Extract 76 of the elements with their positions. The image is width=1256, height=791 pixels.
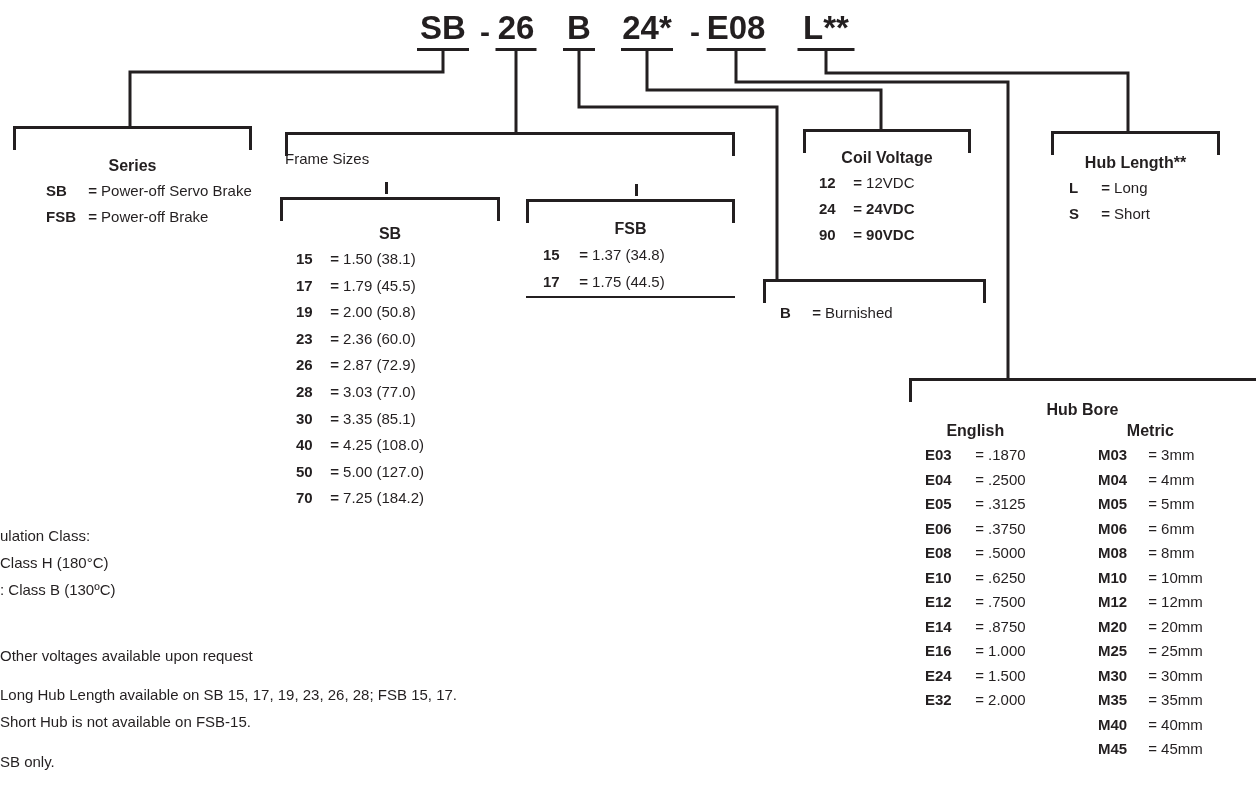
option-entry: M04 = 4mm	[1098, 469, 1196, 490]
option-entry: M30 = 30mm	[1098, 665, 1203, 686]
connector-line	[128, 49, 445, 128]
connector-line	[824, 49, 1130, 133]
connector-line	[514, 49, 518, 134]
option-entry: M08 = 8mm	[1098, 543, 1196, 563]
option-entry: E05 = .3125	[925, 494, 1026, 514]
option-entry: 40 = 4.25 (108.0)	[295, 435, 425, 456]
code-segment: B	[563, 8, 595, 51]
option-entry: E14 = .8750	[925, 616, 1026, 637]
option-entry: M06 = 6mm	[1098, 518, 1196, 539]
code-segment: E08	[706, 8, 766, 51]
option-entry: 90 = 90VDC	[818, 225, 916, 245]
section-heading: Hub Length**	[1083, 153, 1188, 173]
option-entry: 24 = 24VDC	[818, 199, 916, 219]
option-entry: 23 = 2.36 (60.0)	[295, 328, 417, 349]
option-entry: 15 = 1.50 (38.1)	[295, 249, 417, 269]
option-entry: M12 = 12mm	[1098, 592, 1203, 612]
section-heading: FSB	[613, 219, 648, 239]
option-entry: 50 = 5.00 (127.0)	[295, 461, 425, 482]
option-entry: M05 = 5mm	[1098, 494, 1196, 514]
column-heading: English	[945, 421, 1006, 441]
option-entry: 30 = 3.35 (85.1)	[295, 408, 417, 429]
section-heading: SB	[377, 224, 403, 244]
section-heading: Series	[107, 156, 158, 176]
fsb-frame-bracket	[526, 199, 735, 298]
footnote-text: SB only.	[0, 752, 55, 772]
option-entry: M10 = 10mm	[1098, 567, 1203, 588]
connector-line	[645, 49, 883, 131]
option-entry: 17 = 1.79 (45.5)	[295, 275, 417, 296]
option-entry: 17 = 1.75 (44.5)	[542, 272, 666, 292]
option-entry: 26 = 2.87 (72.9)	[295, 355, 417, 376]
option-entry: E16 = 1.000	[925, 641, 1026, 661]
code-segment: L**	[797, 8, 855, 51]
option-entry: FSB = Power-off Brake	[45, 207, 210, 227]
option-entry: SB = Power-off Servo Brake	[45, 181, 252, 201]
option-entry: M45 = 45mm	[1098, 739, 1203, 759]
option-entry: E12 = .7500	[925, 592, 1026, 612]
option-entry: Frame Sizes	[285, 149, 371, 169]
code-segment: SB	[417, 8, 469, 51]
option-entry: M03 = 3mm	[1098, 445, 1196, 465]
code-segment: 24*	[621, 8, 673, 51]
code-segment: 26	[495, 8, 537, 51]
footnote-text: Short Hub is not available on FSB-15.	[0, 712, 251, 732]
sb-frame-bracket	[280, 197, 500, 507]
option-entry: E10 = .6250	[925, 567, 1026, 588]
option-entry: E32 = 2.000	[925, 690, 1026, 710]
option-entry: M40 = 40mm	[1098, 714, 1203, 735]
option-entry: E08 = .5000	[925, 543, 1026, 563]
connector-line	[734, 49, 1010, 380]
section-heading: Hub Bore	[1045, 400, 1120, 420]
option-entry: 12 = 12VDC	[818, 173, 916, 193]
option-entry: S = Short	[1068, 204, 1151, 224]
footnote-text: : Class B (130ºC)	[0, 580, 116, 600]
column-heading: Metric	[1125, 421, 1175, 441]
separator-dash: -	[480, 14, 490, 50]
connector-line	[577, 49, 779, 281]
footnote-text: ulation Class:	[0, 526, 91, 546]
option-entry: 28 = 3.03 (77.0)	[295, 381, 417, 402]
footnote-text: Long Hub Length available on SB 15, 17, 19, 23, 26, 28; FSB 15, 17.	[0, 685, 457, 705]
separator-dash: -	[690, 14, 700, 50]
footnote-text: Class H (180°C)	[0, 553, 109, 573]
option-entry: E04 = .2500	[925, 469, 1026, 490]
option-entry: M20 = 20mm	[1098, 616, 1203, 637]
option-entry: M25 = 25mm	[1098, 641, 1203, 661]
option-entry: M35 = 35mm	[1098, 690, 1203, 710]
option-entry: E24 = 1.500	[925, 665, 1026, 686]
option-entry: L = Long	[1068, 178, 1149, 198]
option-entry: E03 = .1870	[925, 445, 1026, 465]
option-entry: 15 = 1.37 (34.8)	[542, 245, 666, 265]
footnote-text: Other voltages available upon request	[0, 646, 253, 666]
section-heading: Coil Voltage	[840, 148, 934, 168]
option-entry: B = Burnished	[779, 303, 894, 323]
option-entry: 70 = 7.25 (184.2)	[295, 488, 425, 509]
option-entry: E06 = .3750	[925, 518, 1026, 539]
option-entry: 19 = 2.00 (50.8)	[295, 302, 417, 323]
